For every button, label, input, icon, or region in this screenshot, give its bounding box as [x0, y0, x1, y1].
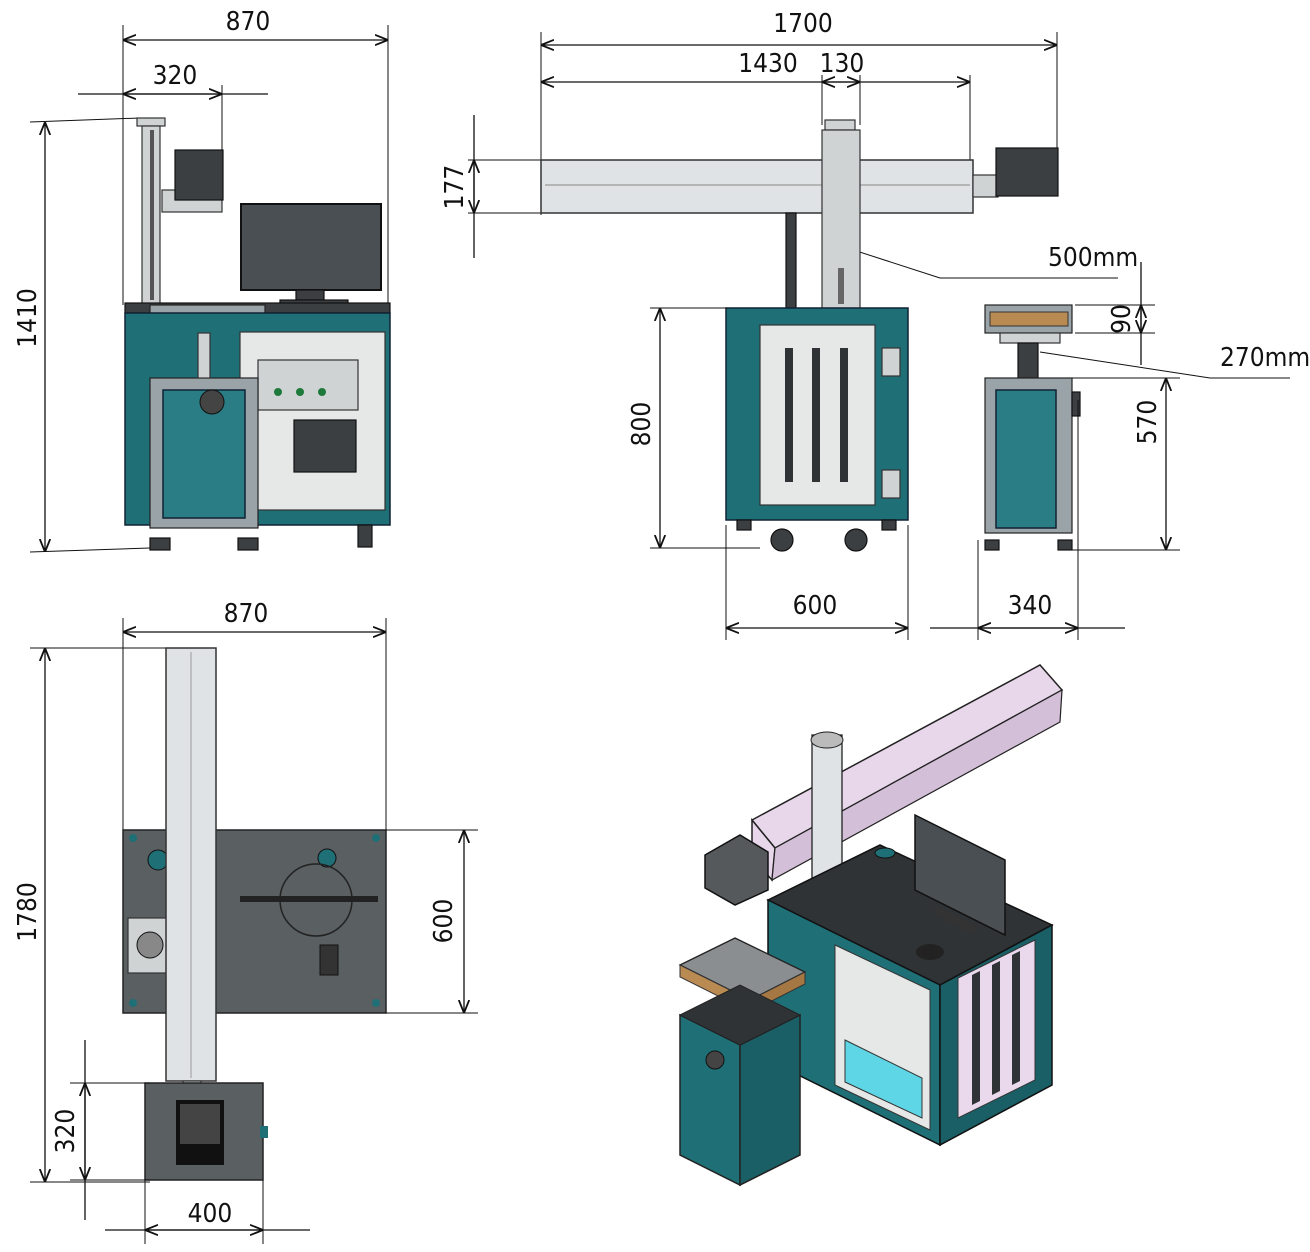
- dim-top-table-width: 400: [188, 1199, 233, 1229]
- top-machine-illustration: [122, 647, 387, 1181]
- dim-table-width: 340: [1008, 591, 1053, 621]
- dim-top-length: 1780: [13, 882, 43, 942]
- side-view: 1700 1430 130 177 500mm: [440, 9, 1138, 640]
- table-view: 90 270mm 570 340: [930, 262, 1310, 640]
- dim-top-depth: 600: [429, 899, 459, 944]
- dim-side-column: 130: [820, 49, 865, 79]
- dim-table-thickness: 90: [1107, 304, 1137, 334]
- dim-table-stand-height: 570: [1133, 400, 1163, 445]
- dim-side-length: 1700: [773, 9, 833, 39]
- isometric-view: [678, 664, 1064, 1187]
- dim-top-table-depth: 320: [51, 1109, 81, 1154]
- dim-side-cabinet-height: 800: [627, 402, 657, 447]
- dim-front-width: 870: [226, 7, 271, 37]
- side-machine-illustration: [540, 119, 1059, 552]
- dim-front-height: 1410: [13, 288, 43, 348]
- top-view: 870 1780 600: [13, 599, 478, 1244]
- dim-top-width: 870: [224, 599, 269, 629]
- dim-side-lift: 500mm: [1048, 243, 1138, 273]
- table-illustration: [984, 304, 1081, 551]
- dim-side-rail-height: 177: [440, 165, 470, 210]
- dim-side-cabinet-depth: 600: [793, 591, 838, 621]
- front-view: 870 320 1410: [13, 7, 391, 553]
- dim-side-arm: 1430: [738, 49, 798, 79]
- dim-table-lift: 270mm: [1220, 343, 1310, 373]
- dim-front-head-offset: 320: [153, 61, 198, 91]
- front-machine-illustration: [124, 117, 391, 551]
